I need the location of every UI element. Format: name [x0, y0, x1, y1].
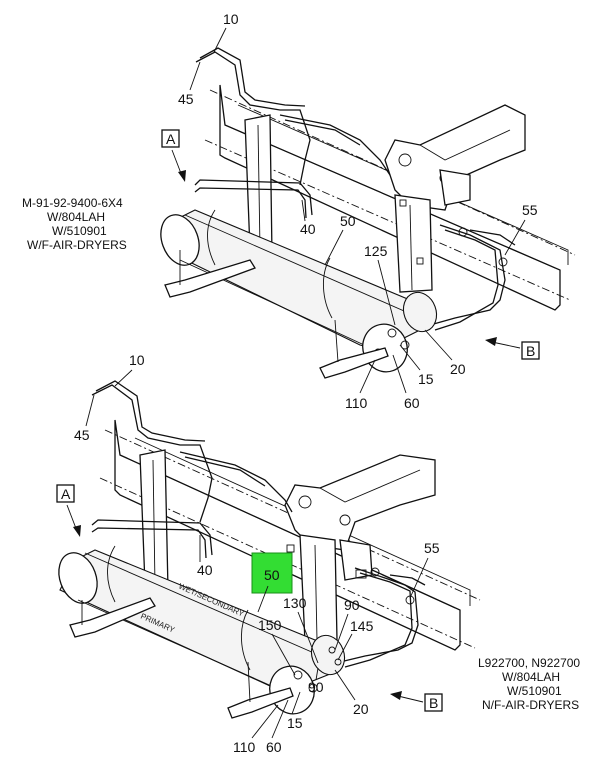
callout-10: 10 [129, 352, 145, 368]
callout-145: 145 [350, 618, 374, 634]
bottom-assembly: WET/SECONDARY PRIMARY 50 10 45 40 130 90 [56, 352, 580, 755]
top-note-line-1: M-91-92-9400-6X4 [22, 196, 123, 210]
callout-55: 55 [424, 540, 440, 556]
callout-60: 60 [266, 739, 282, 755]
top-air-tanks [160, 209, 438, 373]
callout-90-lower: 90 [308, 679, 324, 695]
top-view-b: B [485, 337, 540, 360]
callout-40: 40 [197, 562, 213, 578]
callout-90-upper: 90 [344, 597, 360, 613]
bottom-note-line-4: N/F-AIR-DRYERS [482, 698, 579, 712]
top-applicability-note: M-91-92-9400-6X4 W/804LAH W/510901 W/F-A… [22, 196, 127, 252]
view-b-label: B [526, 343, 535, 359]
bottom-note-line-3: W/510901 [507, 684, 562, 698]
top-view-a: A [161, 129, 186, 182]
top-note-line-3: W/510901 [52, 224, 107, 238]
callout-20: 20 [450, 361, 466, 377]
callout-45: 45 [178, 91, 194, 107]
top-air-lines [194, 47, 516, 331]
callout-10: 10 [223, 11, 239, 27]
view-a-label: A [166, 131, 176, 147]
callout-60: 60 [404, 395, 420, 411]
callout-15: 15 [287, 715, 303, 731]
callout-40: 40 [300, 221, 316, 237]
top-note-line-4: W/F-AIR-DRYERS [27, 238, 127, 252]
bottom-note-line-1: L922700, N922700 [478, 656, 580, 670]
bottom-air-lines [91, 380, 426, 668]
bottom-applicability-note: L922700, N922700 W/804LAH W/510901 N/F-A… [478, 656, 580, 712]
callout-125: 125 [364, 243, 388, 259]
bottom-view-a: A [56, 484, 81, 537]
bottom-tank-feet [69, 597, 294, 719]
highlighted-callout-50[interactable]: 50 [251, 552, 293, 613]
view-a-label-bottom: A [61, 486, 71, 502]
bottom-note-line-2: W/804LAH [502, 670, 560, 684]
view-b-label-bottom: B [429, 695, 438, 711]
top-tank-brackets [244, 114, 433, 293]
callout-110: 110 [345, 395, 368, 411]
callout-50: 50 [340, 213, 356, 229]
callout-15: 15 [418, 371, 434, 387]
callout-55: 55 [522, 202, 538, 218]
bottom-view-b: B [390, 691, 443, 712]
callout-130: 130 [283, 595, 307, 611]
callout-110: 110 [233, 739, 256, 755]
callout-150: 150 [258, 617, 282, 633]
top-crossmember [384, 104, 526, 211]
top-note-line-2: W/804LAH [47, 210, 105, 224]
bottom-callouts: 10 45 40 130 90 145 150 55 20 90 15 60 1… [74, 352, 440, 755]
top-assembly: 10 45 40 50 125 55 20 15 60 110 A [22, 11, 576, 411]
top-callouts: 10 45 40 50 125 55 20 15 60 110 [178, 11, 538, 411]
callout-20: 20 [353, 701, 369, 717]
top-tank-feet [164, 250, 389, 379]
callout-45: 45 [74, 427, 90, 443]
callout-50-highlighted: 50 [264, 567, 280, 583]
